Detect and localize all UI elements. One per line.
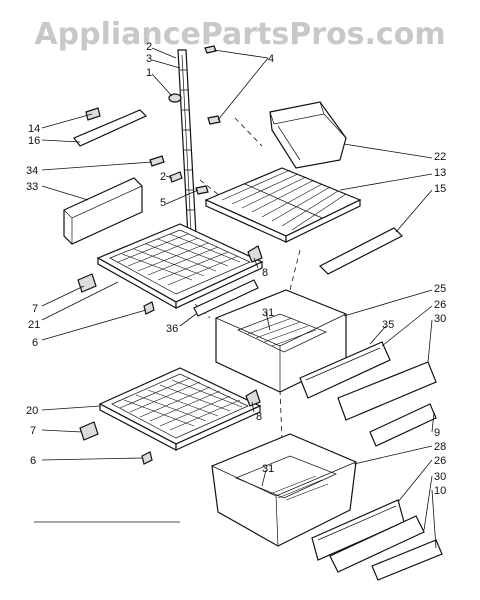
callout-25: 25 <box>434 283 446 295</box>
callout-20: 20 <box>26 405 38 417</box>
callout-16: 16 <box>28 135 40 147</box>
wire-shelf-lower <box>98 367 262 451</box>
drawer-handle-lower-30 <box>329 515 425 573</box>
callout-6-lower: 6 <box>30 455 36 467</box>
callout-6-upper: 6 <box>32 337 38 349</box>
callout-labels: 2 3 1 4 14 16 34 2 5 33 22 13 15 8 7 21 … <box>26 41 446 497</box>
screw-mid <box>207 115 221 125</box>
drawer-front-upper <box>299 341 391 399</box>
shelf-bracket-right-lower <box>245 389 261 407</box>
callout-31-upper: 31 <box>262 307 274 319</box>
crisper-drawer-upper <box>215 289 347 393</box>
callout-9: 9 <box>434 427 440 439</box>
callout-28: 28 <box>434 441 446 453</box>
drawer-trim-9 <box>369 403 437 447</box>
callout-26-upper: 26 <box>434 299 446 311</box>
callout-10: 10 <box>434 485 446 497</box>
callout-35: 35 <box>382 319 394 331</box>
callout-7-lower: 7 <box>30 425 36 437</box>
shelf-bracket-right-8 <box>247 245 263 263</box>
callout-15: 15 <box>434 183 446 195</box>
callout-3: 3 <box>146 53 152 65</box>
callout-2-top: 2 <box>146 41 152 53</box>
callout-1: 1 <box>146 67 152 79</box>
callout-5: 5 <box>160 197 166 209</box>
wire-shelf-middle <box>96 223 264 310</box>
crisper-drawer-lower <box>211 433 357 547</box>
callout-8-lower: 8 <box>256 411 262 423</box>
assembly-guide-lines <box>181 117 301 441</box>
shelf-rail <box>177 49 197 238</box>
callout-30-lower: 30 <box>434 471 446 483</box>
callout-36: 36 <box>166 323 178 335</box>
callout-2-mid: 2 <box>160 171 166 183</box>
trim-bar-36 <box>193 279 259 317</box>
clip-6a <box>143 301 155 315</box>
callout-4: 4 <box>268 53 274 65</box>
shelf-bracket-left-lower <box>79 421 99 441</box>
trim-bar-left <box>63 155 209 245</box>
drawer-trim-10 <box>371 539 443 581</box>
callout-34: 34 <box>26 165 38 177</box>
leader-lines <box>41 47 437 549</box>
trim-bar-upper <box>73 107 148 147</box>
callout-26-lower: 26 <box>434 455 446 467</box>
shelf-bracket-left-7 <box>77 273 97 293</box>
callout-22: 22 <box>434 151 446 163</box>
callout-8-upper: 8 <box>262 267 268 279</box>
glass-shelf-upper <box>204 167 362 243</box>
callout-13: 13 <box>434 167 446 179</box>
callout-33: 33 <box>26 181 38 193</box>
dairy-bin <box>269 101 347 169</box>
callout-21: 21 <box>28 319 40 331</box>
callout-14: 14 <box>28 123 40 135</box>
callout-7-upper: 7 <box>32 303 38 315</box>
shelf-front-trim-15 <box>318 227 404 275</box>
callout-31-lower: 31 <box>262 463 274 475</box>
clip-6b <box>141 451 153 465</box>
callout-30-upper: 30 <box>434 313 446 325</box>
drawer-handle-upper-30 <box>337 361 437 421</box>
watermark-text: AppliancePartsPros.com <box>34 17 445 52</box>
screw-top <box>204 45 217 54</box>
